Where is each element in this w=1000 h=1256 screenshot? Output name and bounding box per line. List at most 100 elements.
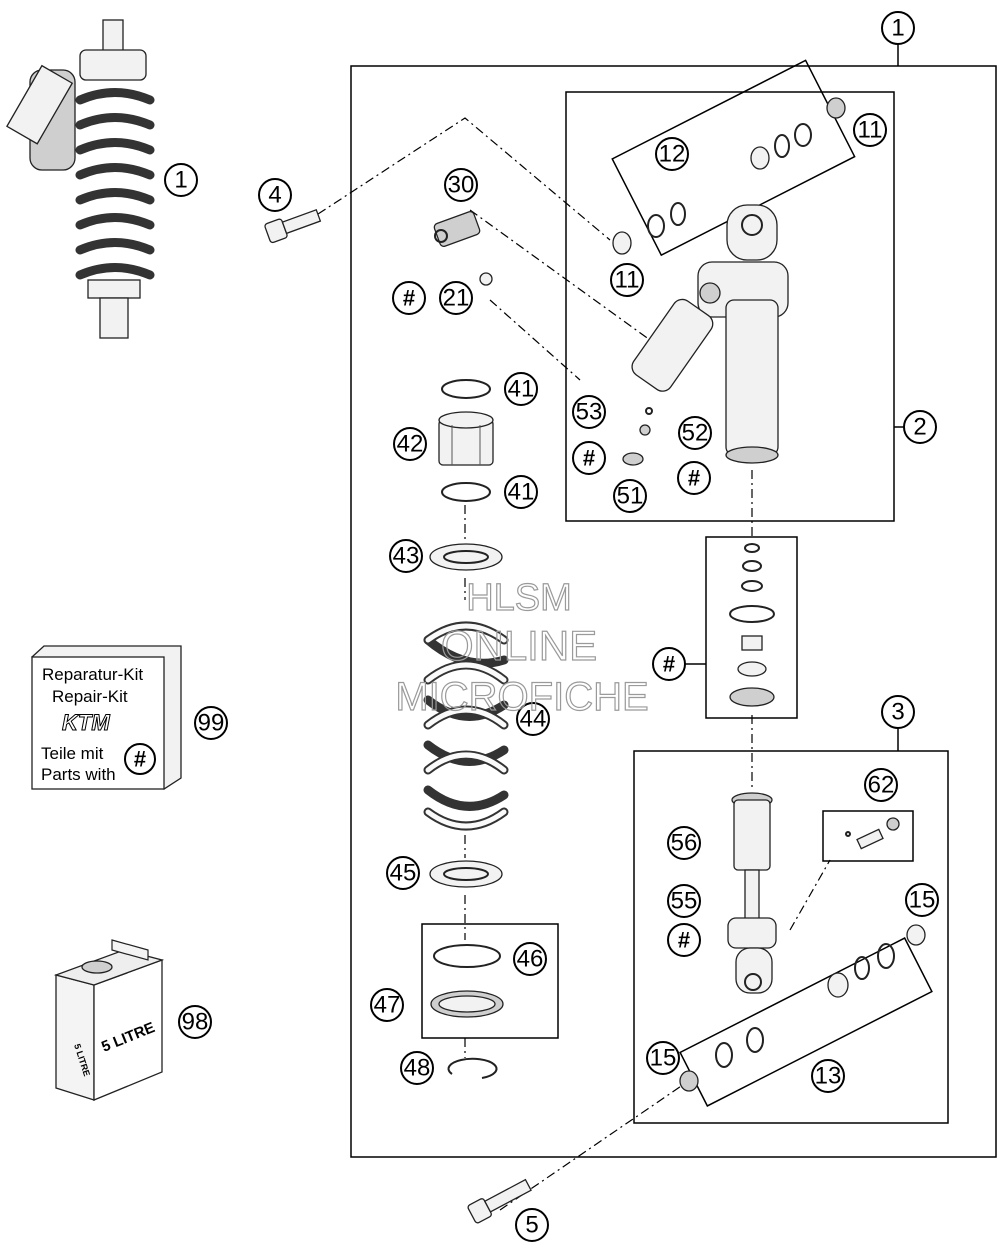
callout-46: 46 <box>513 942 547 976</box>
svg-text:15: 15 <box>650 1045 677 1072</box>
svg-text:11: 11 <box>858 117 883 144</box>
callout-56: 56 <box>667 826 701 860</box>
bolt-5-illustration <box>467 1178 532 1224</box>
svg-text:44: 44 <box>520 706 547 733</box>
repair-kit-box: Reparatur-Kit Repair-Kit KTM Teile mit P… <box>31 645 182 790</box>
watermark: HLSM ONLINE MICROFICHE <box>395 576 650 719</box>
watermark-line2: ONLINE <box>441 622 597 669</box>
svg-text:12: 12 <box>659 141 686 168</box>
callout-12: 12 <box>655 137 689 171</box>
callout-44: 44 <box>516 702 550 736</box>
svg-text:#: # <box>663 652 675 677</box>
callout-53: 53 <box>572 395 606 429</box>
svg-text:3: 3 <box>891 699 904 726</box>
washer-45-hole <box>443 867 489 881</box>
callout-15-left: 15 <box>646 1041 680 1075</box>
watermark-line1: HLSM <box>466 577 572 619</box>
repair-kit-line4: Parts with <box>41 765 116 784</box>
svg-text:56: 56 <box>671 830 698 857</box>
spring-44-illustration <box>423 621 509 831</box>
svg-text:41: 41 <box>508 376 535 403</box>
svg-text:5: 5 <box>525 1212 538 1239</box>
bearing-kit-bottom-frame <box>679 937 933 1107</box>
ktm-logo: KTM <box>62 710 110 735</box>
svg-text:42: 42 <box>397 431 424 458</box>
seal-47-inner <box>438 995 496 1013</box>
assembly-line-adjuster-62 <box>789 859 831 931</box>
bearing-parts-13-illustration <box>679 924 926 1092</box>
seal-parts-51-53-illustration <box>622 407 653 466</box>
callout-30: 30 <box>444 168 478 202</box>
svg-text:48: 48 <box>404 1055 431 1082</box>
callout-42: 42 <box>393 427 427 461</box>
bolt-4-illustration <box>264 208 322 244</box>
callout-41-bottom: 41 <box>504 475 538 509</box>
callout-4: 4 <box>258 178 292 212</box>
svg-text:62: 62 <box>868 772 895 799</box>
adjuster-62-parts-illustration <box>845 817 900 850</box>
complete-shock-illustration <box>6 19 155 339</box>
damper-housing-illustration <box>631 204 789 464</box>
callout-45: 45 <box>386 856 420 890</box>
svg-text:43: 43 <box>393 543 420 570</box>
callout-13: 13 <box>811 1059 845 1093</box>
callout-99: 99 <box>194 706 228 740</box>
svg-text:#: # <box>688 466 700 491</box>
svg-text:11: 11 <box>615 267 640 294</box>
svg-text:98: 98 <box>182 1009 209 1036</box>
callout-hash-51: # <box>677 461 711 495</box>
callout-hash-55: # <box>667 923 701 957</box>
svg-text:4: 4 <box>268 182 281 209</box>
assembly-line-bolt-5 <box>499 1079 691 1211</box>
callout-11-left: 11 <box>610 263 644 297</box>
callout-1-left: 1 <box>164 163 198 197</box>
assembly-line-bolt-4 <box>317 117 611 241</box>
svg-text:13: 13 <box>815 1063 842 1090</box>
callout-2: 2 <box>903 410 937 444</box>
watermark-line3: MICROFICHE <box>395 675 648 719</box>
callout-62: 62 <box>864 768 898 802</box>
callout-1-top: 1 <box>881 11 915 45</box>
callout-15-right: 15 <box>905 883 939 917</box>
washer-43-illustration <box>429 543 503 571</box>
svg-text:99: 99 <box>198 710 225 737</box>
svg-text:1: 1 <box>891 15 904 42</box>
circlip-48-illustration <box>447 1057 498 1079</box>
callout-21: 21 <box>439 281 473 315</box>
svg-text:47: 47 <box>374 992 401 1019</box>
callout-48: 48 <box>400 1051 434 1085</box>
svg-text:21: 21 <box>443 285 470 312</box>
svg-text:52: 52 <box>682 420 709 447</box>
washer-43-hole <box>443 550 489 564</box>
svg-text:46: 46 <box>517 946 544 973</box>
callout-hash-53: # <box>572 441 606 475</box>
assembly-line-adjuster-30 <box>469 209 651 341</box>
bearing-parts-12-illustration <box>612 97 846 255</box>
piston-rod-illustration <box>727 792 777 994</box>
svg-text:2: 2 <box>913 414 926 441</box>
washer-45-illustration <box>429 860 503 888</box>
svg-text:41: 41 <box>508 479 535 506</box>
repair-kit-line2: Repair-Kit <box>52 687 128 706</box>
svg-text:45: 45 <box>390 860 417 887</box>
callout-52: 52 <box>678 416 712 450</box>
valve-kit-parts-illustration <box>729 543 775 707</box>
callout-5: 5 <box>515 1208 549 1242</box>
repair-kit-line3: Teile mit <box>41 744 104 763</box>
repair-kit-line1: Reparatur-Kit <box>42 665 143 684</box>
callout-51: 51 <box>613 479 647 513</box>
adjuster-30-illustration <box>433 211 481 247</box>
housing-subframe <box>565 91 895 522</box>
ring-46-illustration <box>433 944 501 968</box>
callout-41-top: 41 <box>504 372 538 406</box>
sealing-kit-frame <box>421 923 559 1039</box>
callout-hash-valve: # <box>652 647 686 681</box>
piston-subframe <box>633 750 949 1124</box>
callout-3: 3 <box>881 695 915 729</box>
callout-11-right: 11 <box>853 113 887 147</box>
callout-55: 55 <box>667 884 701 918</box>
callout-43: 43 <box>389 539 423 573</box>
adjuster-kit-frame <box>822 810 914 862</box>
assembly-frame <box>350 65 997 1158</box>
